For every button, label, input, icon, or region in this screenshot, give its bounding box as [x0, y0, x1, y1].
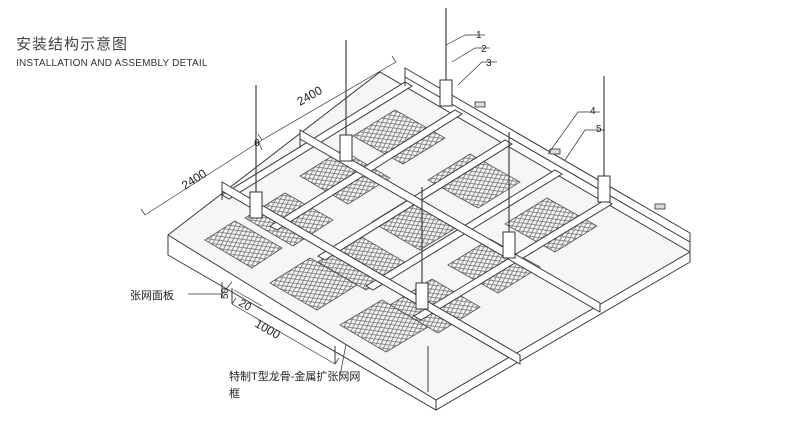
keel-label-leader [339, 343, 347, 377]
dim-left-length: 2400 [179, 166, 209, 192]
leader-lines [257, 34, 605, 161]
callout-5: 5 [596, 124, 602, 135]
mesh-panel [427, 153, 521, 209]
panel-edges [221, 282, 429, 392]
diagram-title: 安装结构示意图 [16, 35, 129, 53]
dim-module-length: 1000 [253, 316, 283, 342]
dimension-lines [140, 55, 397, 365]
diagram-subtitle: INSTALLATION AND ASSEMBLY DETAIL [16, 58, 208, 69]
main-keel [299, 129, 601, 313]
mesh-panel [204, 220, 283, 269]
panel-label: 张网面板 [130, 288, 174, 302]
hanger-rods [255, 8, 605, 287]
mesh-panel [269, 257, 358, 311]
dim-flange: 20 [237, 297, 254, 314]
callout-4: 4 [590, 106, 596, 117]
callout-1: 1 [476, 30, 482, 41]
keel-label-line1: 特制T型龙骨-金属扩张网网 [229, 369, 360, 383]
panel-label-leader [188, 281, 233, 295]
callout-2: 2 [481, 44, 487, 55]
dim-height: 50 [220, 287, 231, 299]
keel-label-line2: 框 [229, 387, 240, 400]
hanger-clips [249, 79, 611, 310]
callout-3: 3 [486, 58, 492, 69]
main-keels [221, 67, 691, 365]
mesh-panel [339, 299, 429, 353]
connector-tabs [474, 101, 666, 210]
dim-top-length: 2400 [295, 83, 325, 109]
